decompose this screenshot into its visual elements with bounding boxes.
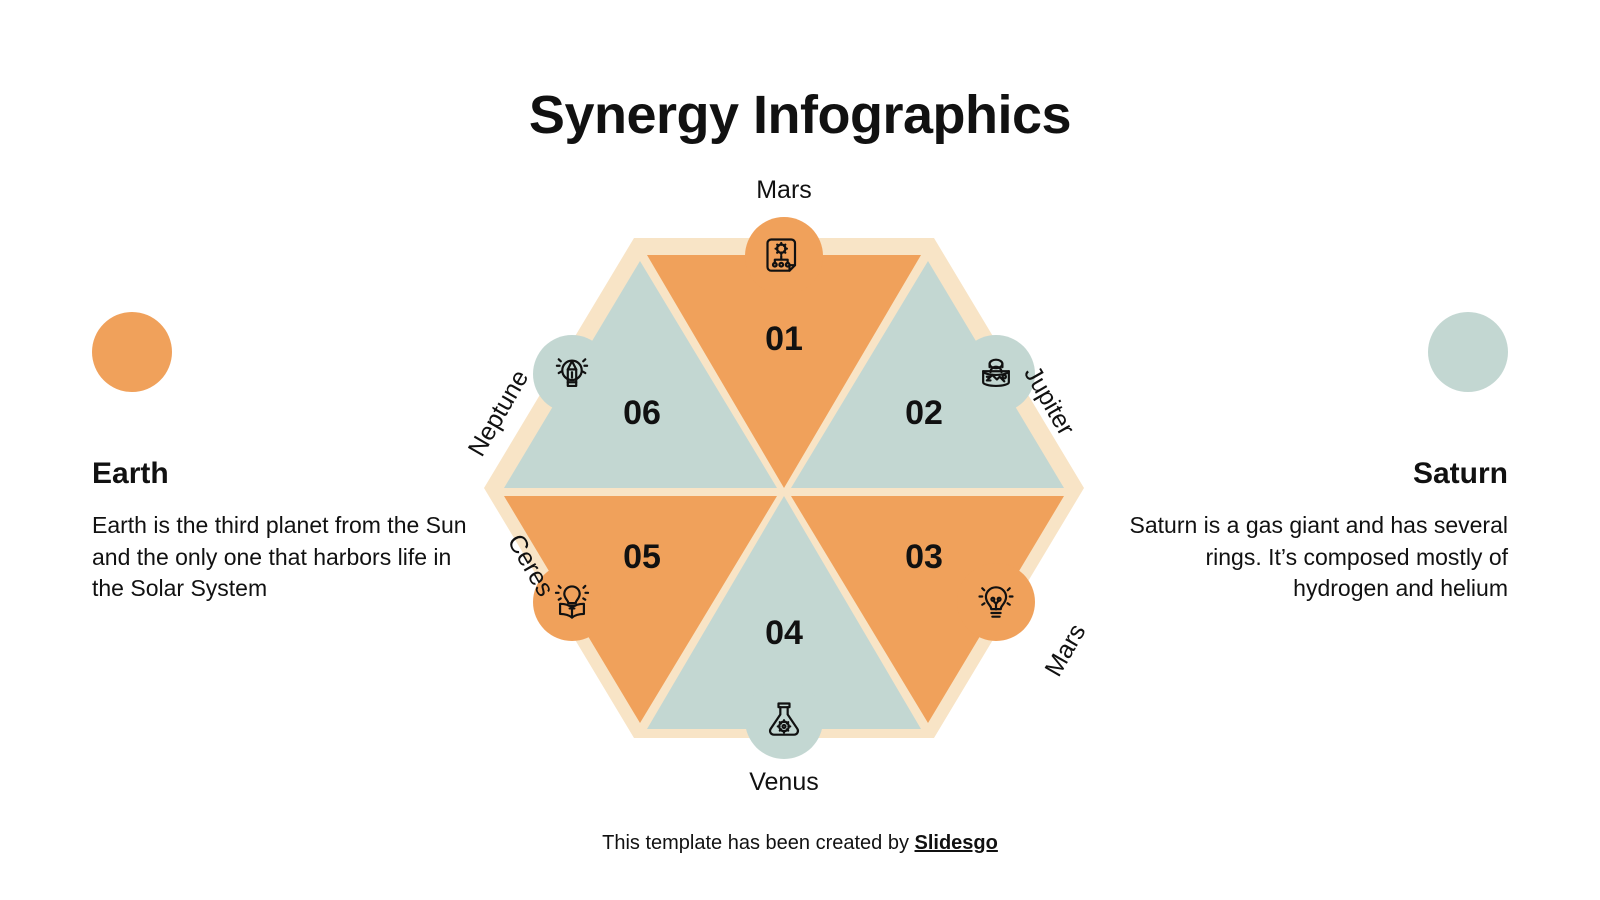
segment-number-01: 01 bbox=[765, 320, 803, 358]
document-gear-network-icon bbox=[762, 234, 806, 278]
hexagon-segment-05[interactable] bbox=[504, 496, 777, 723]
hexagon-wheel: 01 02 03 04 05 06 bbox=[463, 176, 1092, 796]
page-title: Synergy Infographics bbox=[528, 85, 1072, 145]
hexagon-segment-06[interactable] bbox=[504, 261, 777, 488]
side-panel-saturn: Saturn Saturn is a gas giant and has sev… bbox=[1128, 312, 1508, 605]
earth-color-dot bbox=[92, 312, 172, 392]
icon-bubble-04[interactable] bbox=[745, 681, 823, 759]
icon-bubble-03[interactable] bbox=[957, 563, 1035, 641]
segment-number-05: 05 bbox=[623, 538, 661, 576]
hexagon-segment-03[interactable] bbox=[791, 496, 1064, 723]
segment-number-06: 06 bbox=[623, 394, 661, 432]
hexagon-label-04: Venus bbox=[749, 768, 819, 796]
footer-text: This template has been created by bbox=[602, 832, 915, 854]
earth-heading: Earth bbox=[92, 457, 169, 490]
earth-description: Earth is the third planet from the Sun a… bbox=[92, 512, 467, 602]
icon-bubble-05[interactable] bbox=[533, 563, 611, 641]
icon-bubble-06[interactable] bbox=[533, 335, 611, 413]
lightbulb-book-icon bbox=[550, 580, 594, 624]
footer-credit: This template has been created by Slides… bbox=[0, 832, 1600, 855]
slidesgo-link[interactable]: Slidesgo bbox=[914, 832, 998, 854]
saturn-color-dot bbox=[1428, 312, 1508, 392]
segment-number-02: 02 bbox=[905, 394, 943, 432]
hexagon-graphic bbox=[484, 238, 1084, 738]
hexagon-segments bbox=[504, 255, 1064, 729]
side-panel-earth: Earth Earth is the third planet from the… bbox=[92, 312, 472, 605]
panoramic-researcher-icon bbox=[974, 352, 1018, 396]
icon-bubble-01[interactable] bbox=[745, 217, 823, 295]
hexagon-label-01: Mars bbox=[756, 176, 812, 204]
hexagon-segment-01[interactable] bbox=[647, 255, 921, 488]
saturn-description: Saturn is a gas giant and has several ri… bbox=[1129, 512, 1508, 602]
icon-bubble-02[interactable] bbox=[957, 335, 1035, 413]
hexagon-segment-02[interactable] bbox=[791, 261, 1064, 488]
saturn-heading: Saturn bbox=[1412, 457, 1508, 490]
segment-number-04: 04 bbox=[765, 614, 803, 652]
pencil-lightbulb-icon bbox=[550, 352, 594, 396]
hexagon-segment-04[interactable] bbox=[647, 496, 921, 729]
lightbulb-icon bbox=[974, 580, 1018, 624]
flask-gear-icon bbox=[762, 698, 806, 742]
segment-number-03: 03 bbox=[905, 538, 943, 576]
